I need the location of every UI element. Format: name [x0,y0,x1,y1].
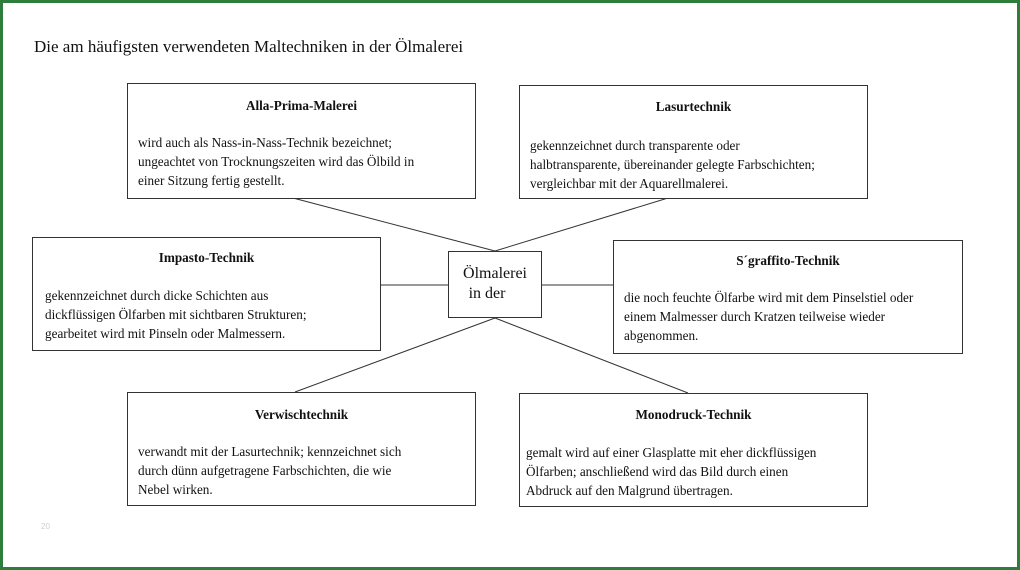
connector-monodruck [494,317,689,394]
box-description: gemalt wird auf einer Glasplatte mit ehe… [526,443,859,500]
text-line: verwandt mit der Lasurtechnik; kennzeich… [138,444,402,459]
text-line: halbtransparente, übereinander gelegte F… [530,157,815,172]
text-line: gearbeitet wird mit Pinseln oder Malmess… [45,326,286,341]
page-title: Die am häufigsten verwendeten Maltechnik… [34,37,464,56]
box-description: wird auch als Nass-in-Nass-Technik bezei… [138,133,467,190]
box-lasurtechnik: Lasurtechnik gekennzeichnet durch transp… [519,85,868,199]
text-line: dickflüssigen Ölfarben mit sichtbaren St… [45,307,307,322]
box-sgraffito: S´graffito-Technik die noch feuchte Ölfa… [613,240,963,354]
text-line: wird auch als Nass-in-Nass-Technik bezei… [138,135,392,150]
box-monodruck: Monodruck-Technik gemalt wird auf einer … [519,393,868,507]
center-box: Ölmalerei in der [448,251,542,318]
center-label-line1: Ölmalerei [463,265,527,282]
text-line: gekennzeichnet durch transparente oder [530,138,740,153]
box-title: Verwischtechnik [254,407,349,422]
center-label-line2: in der [468,285,506,302]
box-verwischtechnik: Verwischtechnik verwandt mit der Lasurte… [127,392,476,506]
box-title: S´graffito-Technik [736,253,840,268]
box-impasto: Impasto-Technik gekennzeichnet durch dic… [32,237,381,351]
text-line: gemalt wird auf einer Glasplatte mit ehe… [526,445,817,460]
text-line: Abdruck auf den Malgrund übertragen. [526,483,733,498]
box-alla-prima: Alla-Prima-Malerei wird auch als Nass-in… [127,83,476,199]
box-title: Monodruck-Technik [635,407,752,422]
text-line: vergleichbar mit der Aquarellmalerei. [530,176,729,191]
box-description: gekennzeichnet durch transparente oder h… [530,136,859,193]
connector-lasur [494,197,669,252]
text-line: abgenommen. [624,328,699,343]
text-line: Nebel wirken. [138,482,213,497]
text-line: einer Sitzung fertig gestellt. [138,173,285,188]
box-title: Alla-Prima-Malerei [245,98,358,113]
connector-lines [292,197,689,394]
text-line: Ölfarben; anschließend wird das Bild dur… [526,464,789,479]
text-line: die noch feuchte Ölfarbe wird mit dem Pi… [624,290,914,305]
box-description: verwandt mit der Lasurtechnik; kennzeich… [138,442,467,499]
text-line: ungeachtet von Trocknungszeiten wird das… [138,154,415,169]
box-description: gekennzeichnet durch dicke Schichten aus… [45,286,372,343]
text-line: durch dünn aufgetragene Farbschichten, d… [138,463,392,478]
text-line: gekennzeichnet durch dicke Schichten aus [45,288,269,303]
box-title: Impasto-Technik [158,250,255,265]
connector-alla-prima [292,197,496,252]
box-description: die noch feuchte Ölfarbe wird mit dem Pi… [624,288,954,345]
connector-verwisch [294,317,496,393]
page-number: 20 [41,522,50,531]
box-title: Lasurtechnik [655,99,732,114]
text-line: einem Malmesser durch Kratzen teilweise … [624,309,886,324]
